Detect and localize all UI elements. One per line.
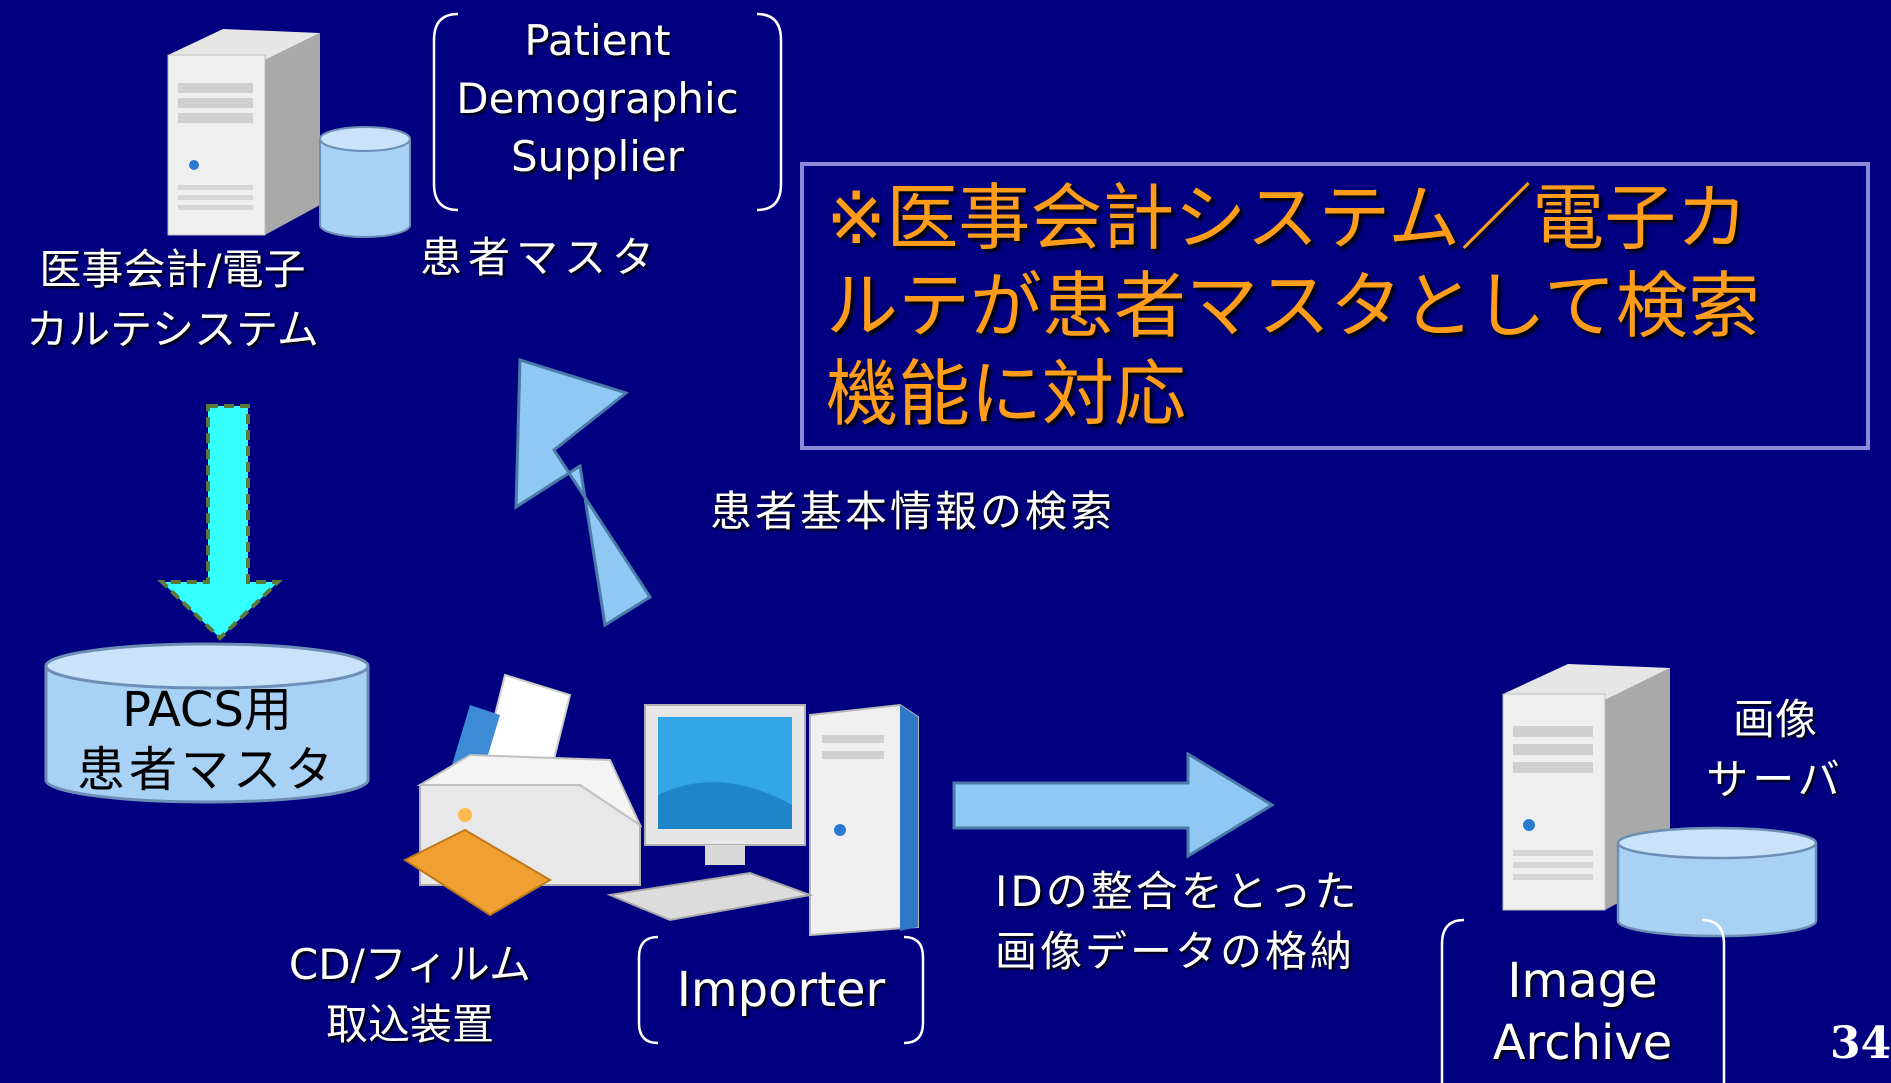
hospital-system-label-line1: 医事会計/電子 (39, 245, 306, 294)
pds-label: Patient Demographic Supplier (440, 12, 755, 186)
image-archive-label-line2: Archive (1492, 1015, 1673, 1071)
pacs-database-label-line1: PACS用 (122, 682, 292, 738)
store-arrow (952, 751, 1275, 859)
hospital-system-database-icon (319, 126, 411, 238)
hospital-system-label: 医事会計/電子 カルテシステム (0, 240, 345, 360)
pds-label-line3: Supplier (510, 132, 685, 181)
image-server-icon (1502, 664, 1670, 911)
importer-printer-icon (402, 673, 643, 917)
page-number: 34 (1830, 1018, 1891, 1069)
image-archive-label-line1: Image (1507, 953, 1658, 1009)
importer-computer-icon (606, 703, 919, 937)
store-label-line1: IDの整合をとった (995, 867, 1360, 916)
pacs-database-label-line2: 患者マスタ (76, 742, 337, 798)
importer-label: Importer (676, 962, 886, 1018)
callout-line3: 機能に対応 (826, 352, 1187, 436)
patient-master-caption: 患者マスタ (420, 233, 661, 282)
callout-box: ※医事会計システム／電子カ ルテが患者マスタとして検索 機能に対応 (800, 162, 1870, 450)
importer-bracket (637, 935, 925, 1045)
image-archive-label: Image Archive (1440, 950, 1725, 1074)
image-server-database-icon (1616, 826, 1818, 938)
pacs-database-label: PACS用 患者マスタ (42, 680, 372, 800)
image-server-label-line2: サーバ (1706, 755, 1844, 804)
pds-label-line2: Demographic (456, 74, 739, 123)
pds-bracket (432, 12, 783, 212)
store-label: IDの整合をとった 画像データの格納 (995, 862, 1359, 982)
image-server-label-line1: 画像 (1732, 695, 1817, 744)
importer-caption-line2: 取込装置 (325, 1000, 494, 1049)
hospital-system-label-line2: カルテシステム (26, 305, 319, 354)
callout-line1: ※医事会計システム／電子カ (826, 176, 1749, 260)
importer-caption-line1: CD/フィルム (288, 940, 532, 989)
query-arrow (514, 357, 653, 628)
importer-caption: CD/フィルム 取込装置 (255, 935, 565, 1055)
store-label-line2: 画像データの格納 (995, 927, 1356, 976)
callout-line2: ルテが患者マスタとして検索 (826, 264, 1760, 348)
pds-label-line1: Patient (524, 16, 671, 65)
image-server-label: 画像 サーバ (1690, 690, 1860, 810)
pacs-database-icon (44, 642, 370, 804)
image-archive-bracket (1440, 918, 1726, 1083)
query-label: 患者基本情報の検索 (710, 487, 1116, 536)
callout-text: ※医事会計システム／電子カ ルテが患者マスタとして検索 機能に対応 (826, 174, 1860, 438)
cyan-down-arrow (157, 404, 283, 641)
hospital-system-server-icon (167, 29, 320, 236)
